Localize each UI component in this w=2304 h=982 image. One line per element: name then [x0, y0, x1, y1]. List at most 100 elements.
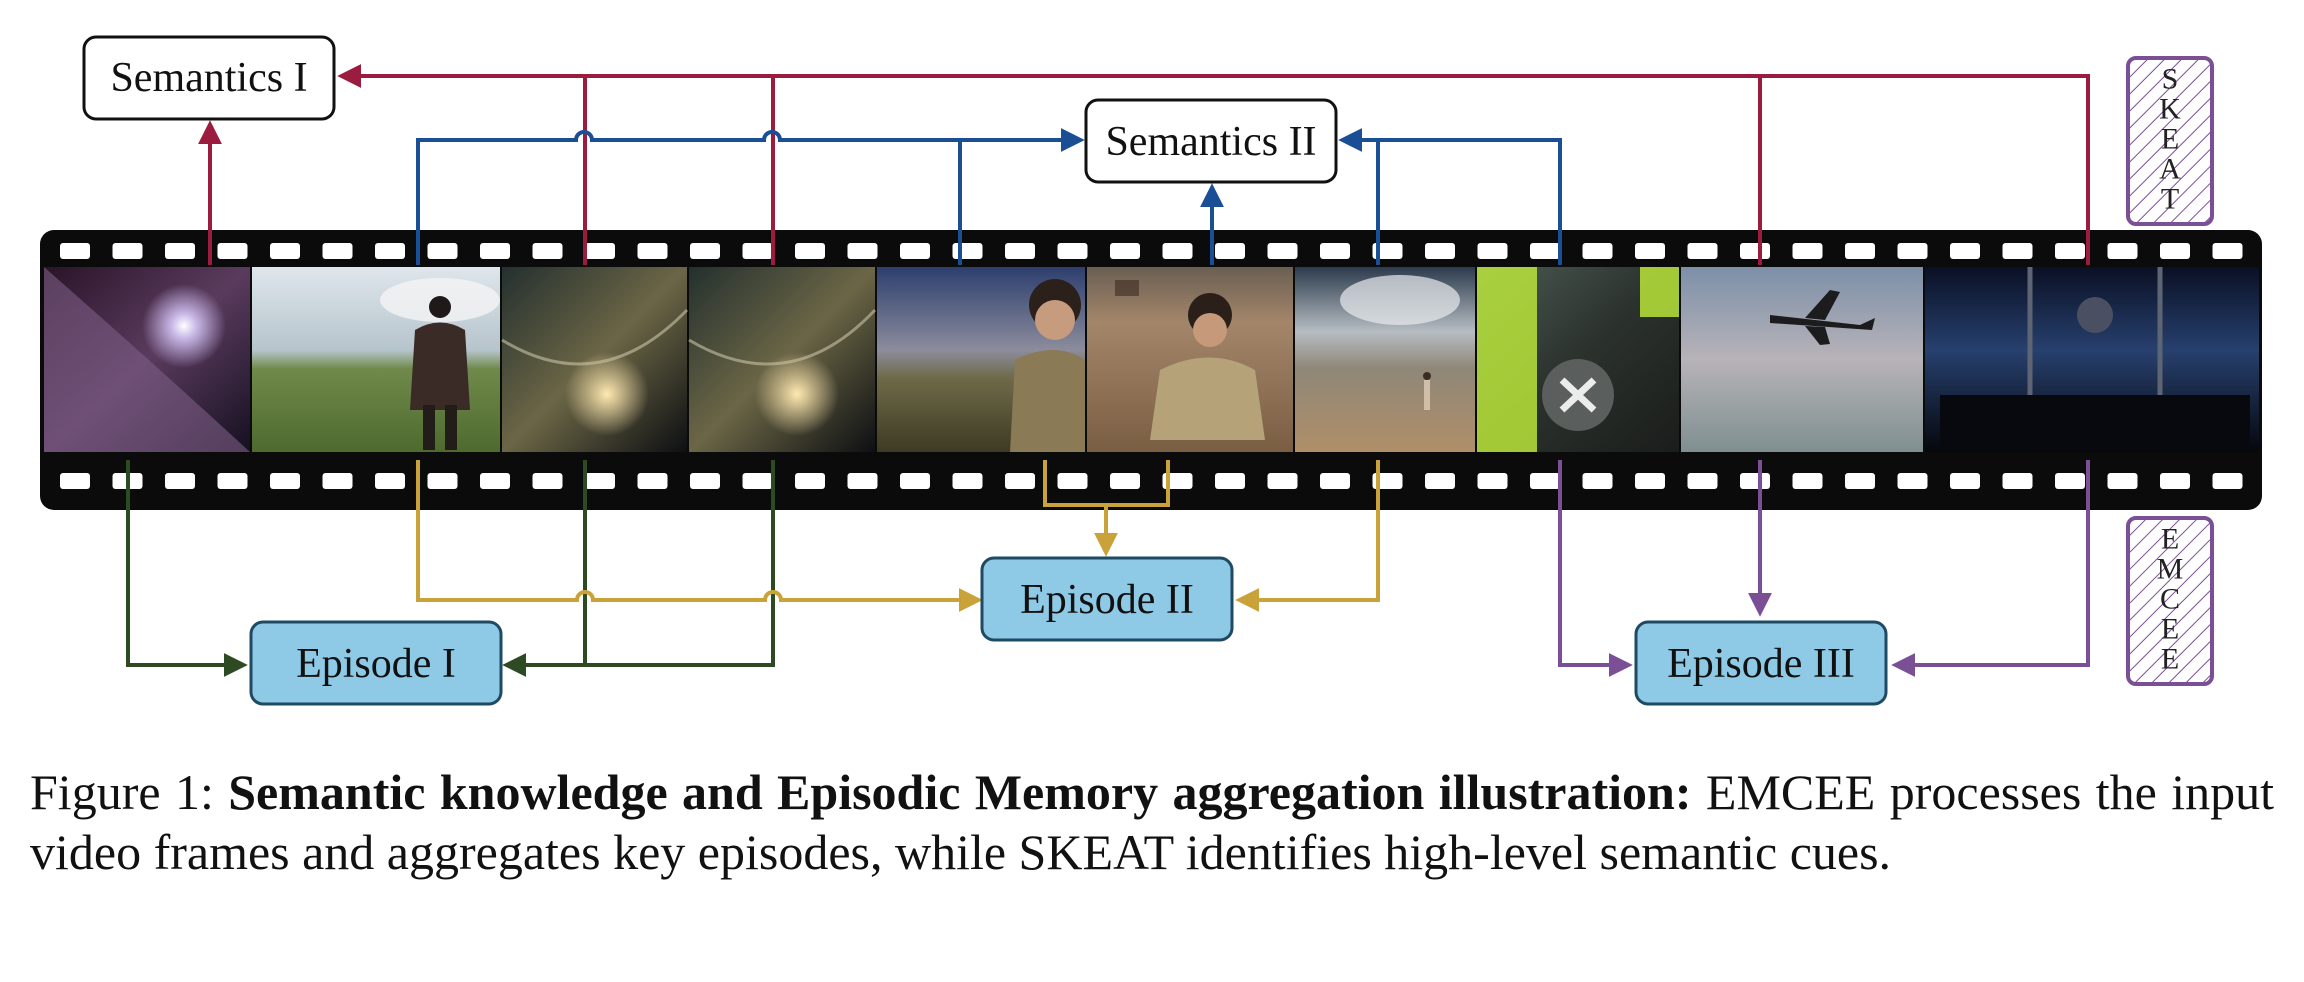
sprocket-hole — [1635, 473, 1665, 489]
sprocket-hole — [1320, 473, 1350, 489]
semantics-i-connectors — [198, 64, 2090, 265]
sprocket-hole — [2212, 473, 2243, 489]
episode-iii-box: Episode III — [1634, 620, 1888, 706]
sprocket-hole — [1897, 473, 1928, 489]
sprocket-hole — [375, 473, 405, 489]
caption-body: EMCEE processes the input video frames a… — [30, 764, 2275, 880]
frame-jet-in-sky — [1681, 267, 1923, 452]
sprocket-hole — [637, 473, 668, 489]
sprocket-hole — [690, 473, 720, 489]
sprocket-hole — [742, 243, 773, 259]
frame-man-crouching-desert — [1087, 267, 1293, 452]
frame-man-closeup-desert — [877, 267, 1085, 452]
semantics-i-box: Semantics I — [82, 35, 336, 121]
sprocket-hole — [375, 243, 405, 259]
arrow-to-episode-ii-left — [416, 460, 983, 612]
sprocket-hole — [1687, 243, 1718, 259]
sprocket-hole — [1687, 473, 1718, 489]
sprocket-hole — [742, 473, 773, 489]
side-label-letter: K — [2159, 93, 2181, 126]
sprocket-hole — [2107, 473, 2138, 489]
sprocket-hole — [900, 243, 930, 259]
sprocket-hole — [952, 473, 983, 489]
frame-desert-landscape — [1295, 267, 1475, 452]
episode-iii-label: Episode III — [1667, 641, 1855, 687]
sprocket-hole — [1477, 243, 1508, 259]
sprocket-hole — [2212, 243, 2243, 259]
episode-iii-connectors — [1558, 460, 2090, 677]
sprocket-hole — [1110, 473, 1140, 489]
skeat-label-letters: SKEAT — [2159, 63, 2181, 216]
sprocket-hole — [900, 473, 930, 489]
sprocket-hole — [637, 243, 668, 259]
sprocket-hole — [217, 473, 248, 489]
arrow-line-to-semantics-i — [337, 64, 2090, 265]
arrow-to-episode-iii-left — [1558, 460, 1633, 677]
diagram: Semantics I Semantics II Episode I Episo… — [40, 35, 2262, 706]
sprocket-hole — [2107, 243, 2138, 259]
caption-prefix: Figure 1: — [30, 764, 229, 820]
sprocket-hole — [1845, 243, 1875, 259]
episode-ii-label: Episode II — [1020, 577, 1194, 623]
sprocket-hole — [322, 243, 353, 259]
sprocket-hole — [217, 243, 248, 259]
side-label-letter: M — [2157, 553, 2184, 586]
sprocket-hole — [60, 473, 90, 489]
arrow-to-episode-iii-right — [1891, 460, 2090, 677]
arrow-to-episode-i-left — [126, 460, 248, 677]
side-label-letter: E — [2161, 523, 2179, 556]
arrow-right-to-semantics-ii — [1338, 128, 1562, 265]
sprocket-hole — [1740, 473, 1770, 489]
sprocket-hole — [1845, 473, 1875, 489]
sprocket-hole — [847, 473, 878, 489]
sprocket-hole — [60, 243, 90, 259]
sprocket-hole — [795, 473, 825, 489]
sprocket-hole — [480, 473, 510, 489]
semantics-i-label: Semantics I — [110, 55, 307, 101]
side-label-letter: E — [2161, 123, 2179, 156]
sprocket-hole — [480, 243, 510, 259]
side-label-letter: A — [2159, 153, 2181, 186]
sprocket-hole — [1897, 243, 1928, 259]
sprocket-hole — [2002, 243, 2033, 259]
sprocket-hole — [1215, 473, 1245, 489]
frame-cockpit — [1925, 267, 2259, 452]
sprocket-hole — [1530, 243, 1560, 259]
episode-i-label: Episode I — [296, 641, 456, 687]
sprocket-hole — [532, 243, 563, 259]
episode-ii-connectors — [416, 460, 1380, 612]
sprocket-hole — [427, 473, 458, 489]
emcee-label-letters: EMCEE — [2157, 523, 2184, 676]
frames — [44, 267, 2259, 452]
sprocket-hole — [1792, 473, 1823, 489]
sprocket-hole — [690, 243, 720, 259]
skeat-label-box: SKEAT — [2126, 56, 2214, 226]
sprocket-hole — [2055, 473, 2085, 489]
sprocket-hole — [2160, 473, 2190, 489]
episode-i-box: Episode I — [249, 620, 503, 706]
sprocket-hole — [1005, 473, 1035, 489]
side-label-letter: T — [2161, 183, 2179, 216]
sprocket-hole — [1530, 473, 1560, 489]
film-strip — [40, 230, 2262, 510]
episode-i-connectors — [126, 460, 775, 677]
sprocket-hole — [532, 473, 563, 489]
sprocket-hole — [795, 243, 825, 259]
sprocket-hole — [1162, 243, 1193, 259]
arrow-to-episode-i-right — [502, 460, 775, 677]
frame-planet-horizon — [44, 267, 250, 452]
sprocket-hole — [1057, 473, 1088, 489]
sprocket-hole — [270, 243, 300, 259]
sprocket-hole — [165, 243, 195, 259]
sprocket-holes-top — [60, 243, 2243, 259]
sprocket-hole — [2160, 243, 2190, 259]
sprocket-hole — [1215, 243, 1245, 259]
caption-bold-title: Semantic knowledge and Episodic Memory a… — [228, 764, 1692, 820]
episode-ii-box: Episode II — [980, 556, 1234, 642]
sprocket-hole — [1267, 243, 1298, 259]
sprocket-hole — [1582, 473, 1613, 489]
frame-galaxy — [501, 267, 689, 452]
sprocket-hole — [165, 473, 195, 489]
sprocket-hole — [427, 243, 458, 259]
side-label-letter: E — [2161, 643, 2179, 676]
